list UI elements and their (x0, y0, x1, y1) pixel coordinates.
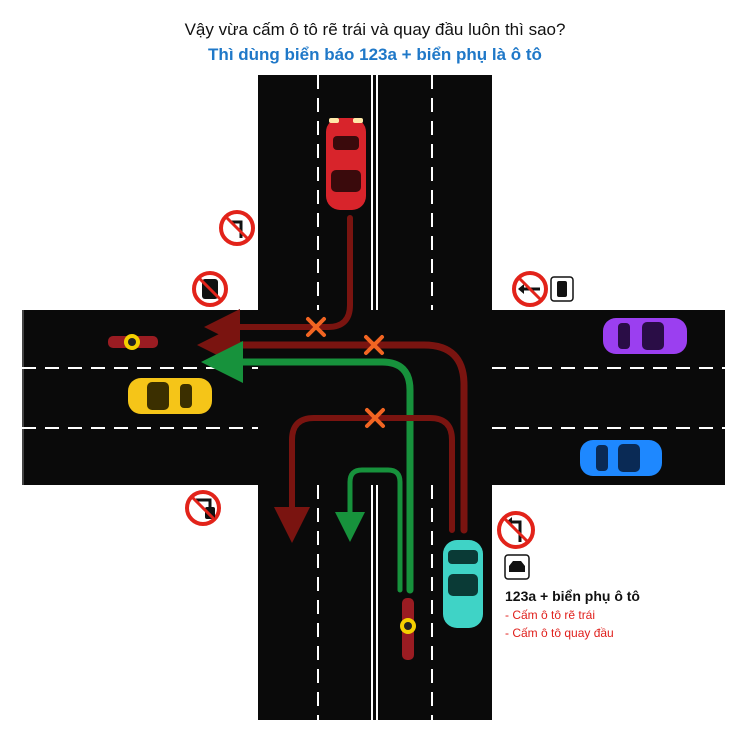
no-u-turn-cars-icon (185, 490, 221, 526)
forbidden-left-turn-from-north (204, 215, 353, 345)
no-left-turn-plus-car-icon (512, 271, 574, 307)
cyan-car (443, 540, 483, 628)
caption-rule-left-turn: - Cấm ô tô rẽ trái (505, 608, 596, 622)
blue-car (580, 440, 662, 476)
sign-123a-icon (497, 511, 535, 549)
allowed-u-turn-motorbike (335, 467, 403, 593)
lane-markings (22, 75, 725, 720)
forbidden-left-turn-path (197, 324, 468, 534)
forbidden-u-turn-path (274, 415, 455, 543)
forbidden-markers (306, 317, 385, 428)
yellow-car (128, 378, 212, 414)
movement-paths (197, 215, 468, 594)
road-edge-left (22, 310, 24, 485)
page-title: Vậy vừa cấm ô tô rẽ trái và quay đầu luô… (184, 20, 566, 39)
allowed-left-turn-motorbike (201, 341, 414, 594)
x-mark-u-turn (365, 408, 385, 428)
caption-rule-u-turn: - Cấm ô tô quay đầu (505, 626, 614, 640)
page-subtitle: Thì dùng biển báo 123a + biển phụ là ô t… (208, 45, 542, 64)
red-car (326, 118, 366, 210)
motorbike-south (400, 598, 416, 660)
no-cars-icon (192, 271, 228, 307)
motorbike-west (108, 334, 158, 350)
x-mark-left-turn (364, 335, 384, 355)
car-panel-icon (504, 554, 530, 580)
x-mark-north (306, 317, 326, 337)
no-left-turn-cars-icon (219, 210, 255, 246)
sign-caption: 123a + biển phụ ô tô - Cấm ô tô rẽ trái … (505, 588, 640, 640)
purple-car (603, 318, 687, 354)
caption-title: 123a + biển phụ ô tô (505, 588, 640, 604)
